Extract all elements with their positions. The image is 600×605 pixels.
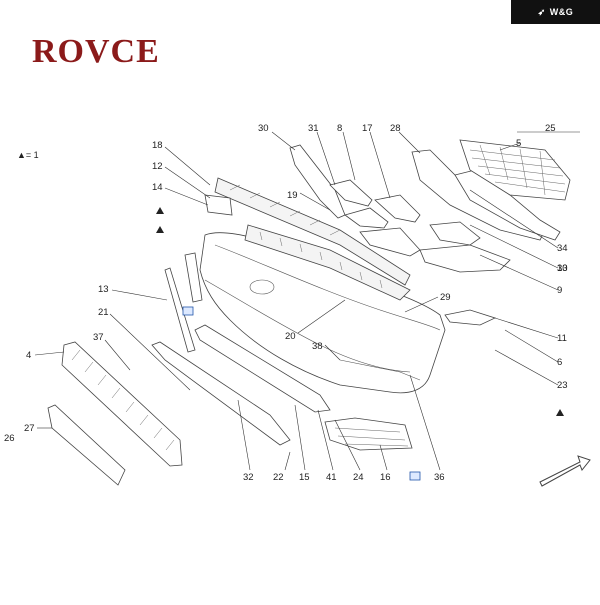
label-15: 15 bbox=[299, 472, 310, 483]
label-14: 14 bbox=[152, 182, 163, 193]
label-11: 11 bbox=[557, 333, 567, 344]
label-4: 4 bbox=[26, 350, 31, 361]
label-5: 5 bbox=[516, 138, 521, 149]
label-20: 20 bbox=[285, 331, 296, 342]
label-9: 9 bbox=[557, 285, 562, 296]
bracket-17 bbox=[374, 194, 421, 223]
label-26: 26 bbox=[4, 433, 15, 444]
label-32: 32 bbox=[243, 472, 254, 483]
lower-grille-4 bbox=[61, 341, 183, 467]
license-plate-holder bbox=[47, 404, 126, 486]
label-16: 16 bbox=[380, 472, 391, 483]
trim-13 bbox=[164, 267, 196, 353]
label-25: 25 bbox=[545, 123, 556, 134]
watermark-badge: ➶ W&G bbox=[511, 0, 600, 24]
label-41: 41 bbox=[326, 472, 337, 483]
label-23: 23 bbox=[557, 380, 568, 391]
label-6: 6 bbox=[557, 357, 562, 368]
reference-square-icon bbox=[409, 471, 421, 481]
legend: ▲= 1 bbox=[17, 150, 39, 160]
bird-icon: ➶ bbox=[537, 6, 546, 17]
part-labels: 30 31 8 17 28 25 5 18 12 14 19 13 21 4 3… bbox=[4, 123, 568, 483]
label-29: 29 bbox=[440, 292, 451, 303]
label-38: 38 bbox=[312, 341, 323, 352]
brand-logo: ROVCE bbox=[32, 33, 160, 70]
bumper-emblem bbox=[249, 279, 275, 295]
bracket-long bbox=[359, 227, 421, 257]
side-bracket-9 bbox=[419, 244, 511, 273]
lower-lip bbox=[194, 324, 331, 413]
trim-18 bbox=[184, 252, 203, 303]
label-19: 19 bbox=[287, 190, 298, 201]
triangle-markers bbox=[156, 207, 564, 416]
label-8: 8 bbox=[337, 123, 342, 134]
side-trim-11 bbox=[444, 309, 497, 326]
label-13: 13 bbox=[98, 284, 109, 295]
badge-text: W&G bbox=[549, 7, 574, 17]
label-12: 12 bbox=[152, 161, 163, 172]
label-27: 27 bbox=[24, 423, 35, 434]
energy-absorber bbox=[244, 224, 411, 301]
grille-mesh bbox=[459, 139, 571, 201]
direction-arrow-icon bbox=[539, 455, 591, 487]
label-30: 30 bbox=[258, 123, 269, 134]
lower-spoiler bbox=[151, 341, 291, 446]
label-36: 36 bbox=[434, 472, 445, 483]
bracket-12 bbox=[204, 194, 233, 216]
bracket-8 bbox=[344, 207, 389, 229]
label-37: 37 bbox=[93, 332, 104, 343]
bracket-31 bbox=[329, 179, 373, 207]
center-lower-grille bbox=[324, 417, 413, 451]
label-24: 24 bbox=[353, 472, 364, 483]
label-22: 22 bbox=[273, 472, 284, 483]
leader-lines bbox=[34, 131, 580, 471]
label-17: 17 bbox=[362, 123, 373, 134]
label-18: 18 bbox=[152, 140, 163, 151]
reference-square-icon bbox=[182, 306, 194, 316]
label-28: 28 bbox=[390, 123, 401, 134]
bracket-30 bbox=[289, 144, 346, 219]
side-bracket-10 bbox=[429, 221, 481, 246]
label-21: 21 bbox=[98, 307, 109, 318]
label-33: 33 bbox=[557, 263, 568, 274]
label-34: 34 bbox=[557, 243, 568, 254]
label-10: 10 bbox=[557, 263, 568, 274]
label-31: 31 bbox=[308, 123, 319, 134]
